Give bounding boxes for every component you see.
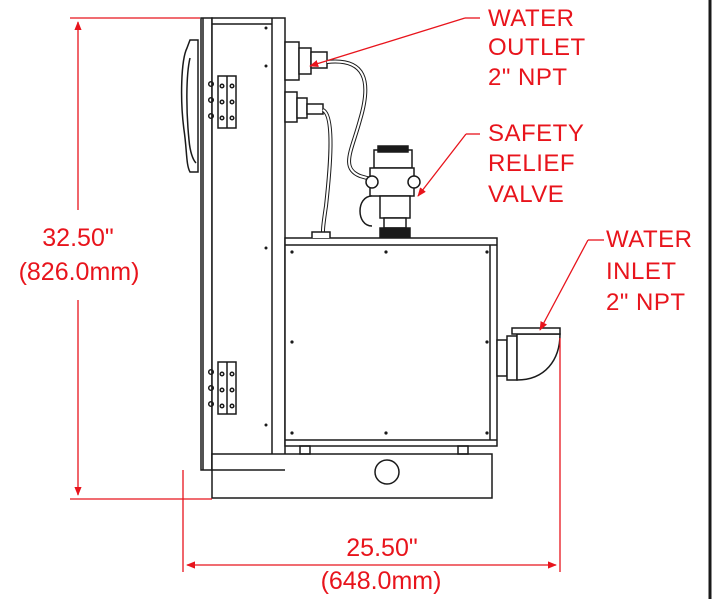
relief-valve-leader [417, 133, 480, 197]
top-bracket [311, 231, 331, 238]
height-mm-label: (826.0mm) [18, 258, 140, 286]
outlet-leader [309, 17, 480, 68]
width-mm-label: (648.0mm) [320, 567, 442, 595]
upper-flex-hose [326, 59, 375, 182]
middle-pipe-fitting [284, 91, 324, 123]
boiler-unit [180, 17, 561, 499]
relief-valve-line-3: VALVE [488, 181, 565, 208]
height-inches-label: 32.50" [42, 224, 114, 252]
water-inlet-elbow [496, 327, 561, 381]
relief-valve-line-1: SAFETY [488, 120, 585, 147]
heat-exchanger-screws [290, 250, 489, 435]
relief-valve-line-2: RELIEF [488, 150, 576, 177]
water-outlet-line-2: OUTLET [488, 34, 586, 61]
inlet-leader [539, 239, 604, 331]
water-inlet-line-3: 2" NPT [606, 289, 686, 316]
heat-exchanger-box [284, 237, 498, 447]
width-dimension [182, 338, 561, 572]
lower-hinge [207, 361, 237, 415]
water-inlet-line-2: INLET [606, 258, 677, 285]
base-frame [211, 453, 493, 499]
safety-relief-valve-body [359, 145, 421, 239]
water-inlet-line-1: WATER [606, 226, 693, 253]
control-door-bezel [180, 39, 199, 173]
width-inches-label: 25.50" [346, 534, 418, 562]
upper-hinge [207, 75, 237, 129]
base-access-hole [374, 459, 400, 485]
water-outlet-line-3: 2" NPT [488, 64, 568, 91]
upper-pipe-fitting [284, 41, 328, 81]
control-door-inner [186, 57, 197, 164]
height-dimension [70, 17, 212, 500]
water-outlet-line-1: WATER [488, 5, 575, 32]
